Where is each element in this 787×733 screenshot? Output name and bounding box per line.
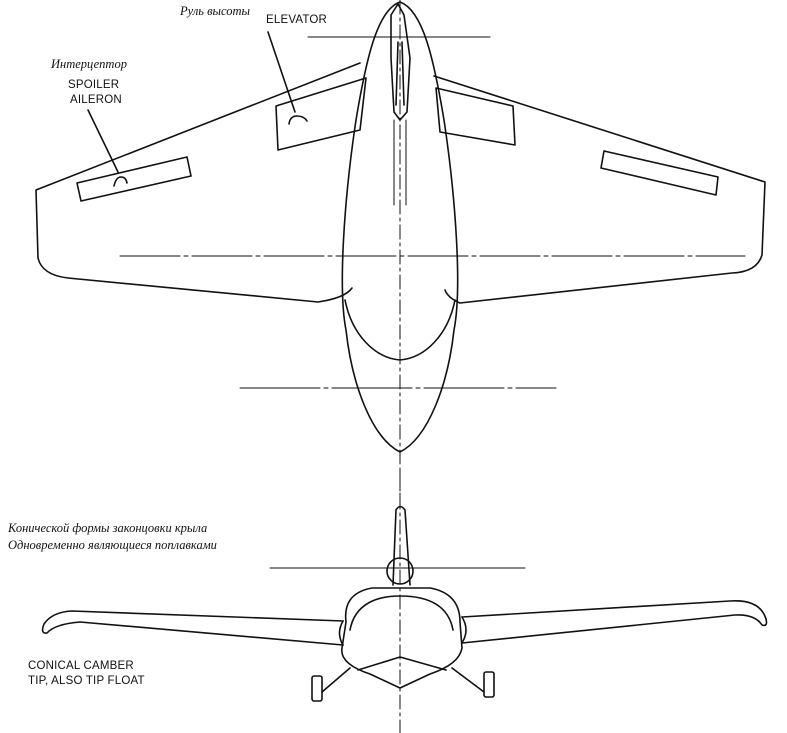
left-wing-front (41, 610, 344, 646)
fuselage-nose-dome (344, 299, 456, 361)
spoiler-label-en-1: SPOILER (68, 79, 120, 91)
right-elevator (435, 87, 516, 146)
elevator-leader-squiggle (288, 115, 308, 125)
right-spoiler-aileron (600, 150, 719, 196)
spoiler-label-ru: Интерцептор (51, 57, 127, 71)
tail-fin-inner (395, 41, 405, 106)
fin-hub (386, 557, 414, 585)
wing-tip-label-en-2: TIP, ALSO TIP FLOAT (28, 675, 145, 687)
left-wing (35, 62, 361, 303)
elevator-label-ru: Руль высоты (180, 4, 250, 18)
left-spoiler-aileron (76, 156, 192, 202)
fuselage-front (341, 587, 463, 689)
spoiler-leader-squiggle (113, 176, 128, 187)
right-wing (433, 75, 766, 304)
wing-tip-label-ru-1: Конической формы законцовки крыла (8, 521, 208, 535)
hull-keel (357, 656, 447, 671)
vertical-fin (392, 505, 411, 586)
right-wing-front (461, 600, 768, 644)
left-gear-wheel (311, 675, 323, 702)
right-gear-wheel (483, 671, 495, 698)
top-view (35, 0, 766, 501)
wing-tip-label-ru-2: Одновременно являющиеся поплавками (8, 538, 217, 552)
fuselage-front-inner (349, 595, 454, 631)
tail-fin-top (390, 3, 411, 121)
left-elevator (275, 77, 367, 151)
wing-tip-label-en-1: CONICAL CAMBER (28, 660, 134, 672)
front-view (41, 469, 768, 733)
elevator-label-en: ELEVATOR (266, 14, 328, 26)
elevator-leader-line (267, 31, 296, 113)
spoiler-leader-line (87, 109, 119, 173)
left-gear-strut (321, 667, 351, 693)
spoiler-label-en-2: AILERON (70, 94, 122, 106)
right-gear-strut (451, 667, 485, 693)
wing-root-fairing-right (461, 616, 467, 644)
wing-root-fairing-left (338, 620, 344, 646)
fuselage (341, 1, 459, 453)
